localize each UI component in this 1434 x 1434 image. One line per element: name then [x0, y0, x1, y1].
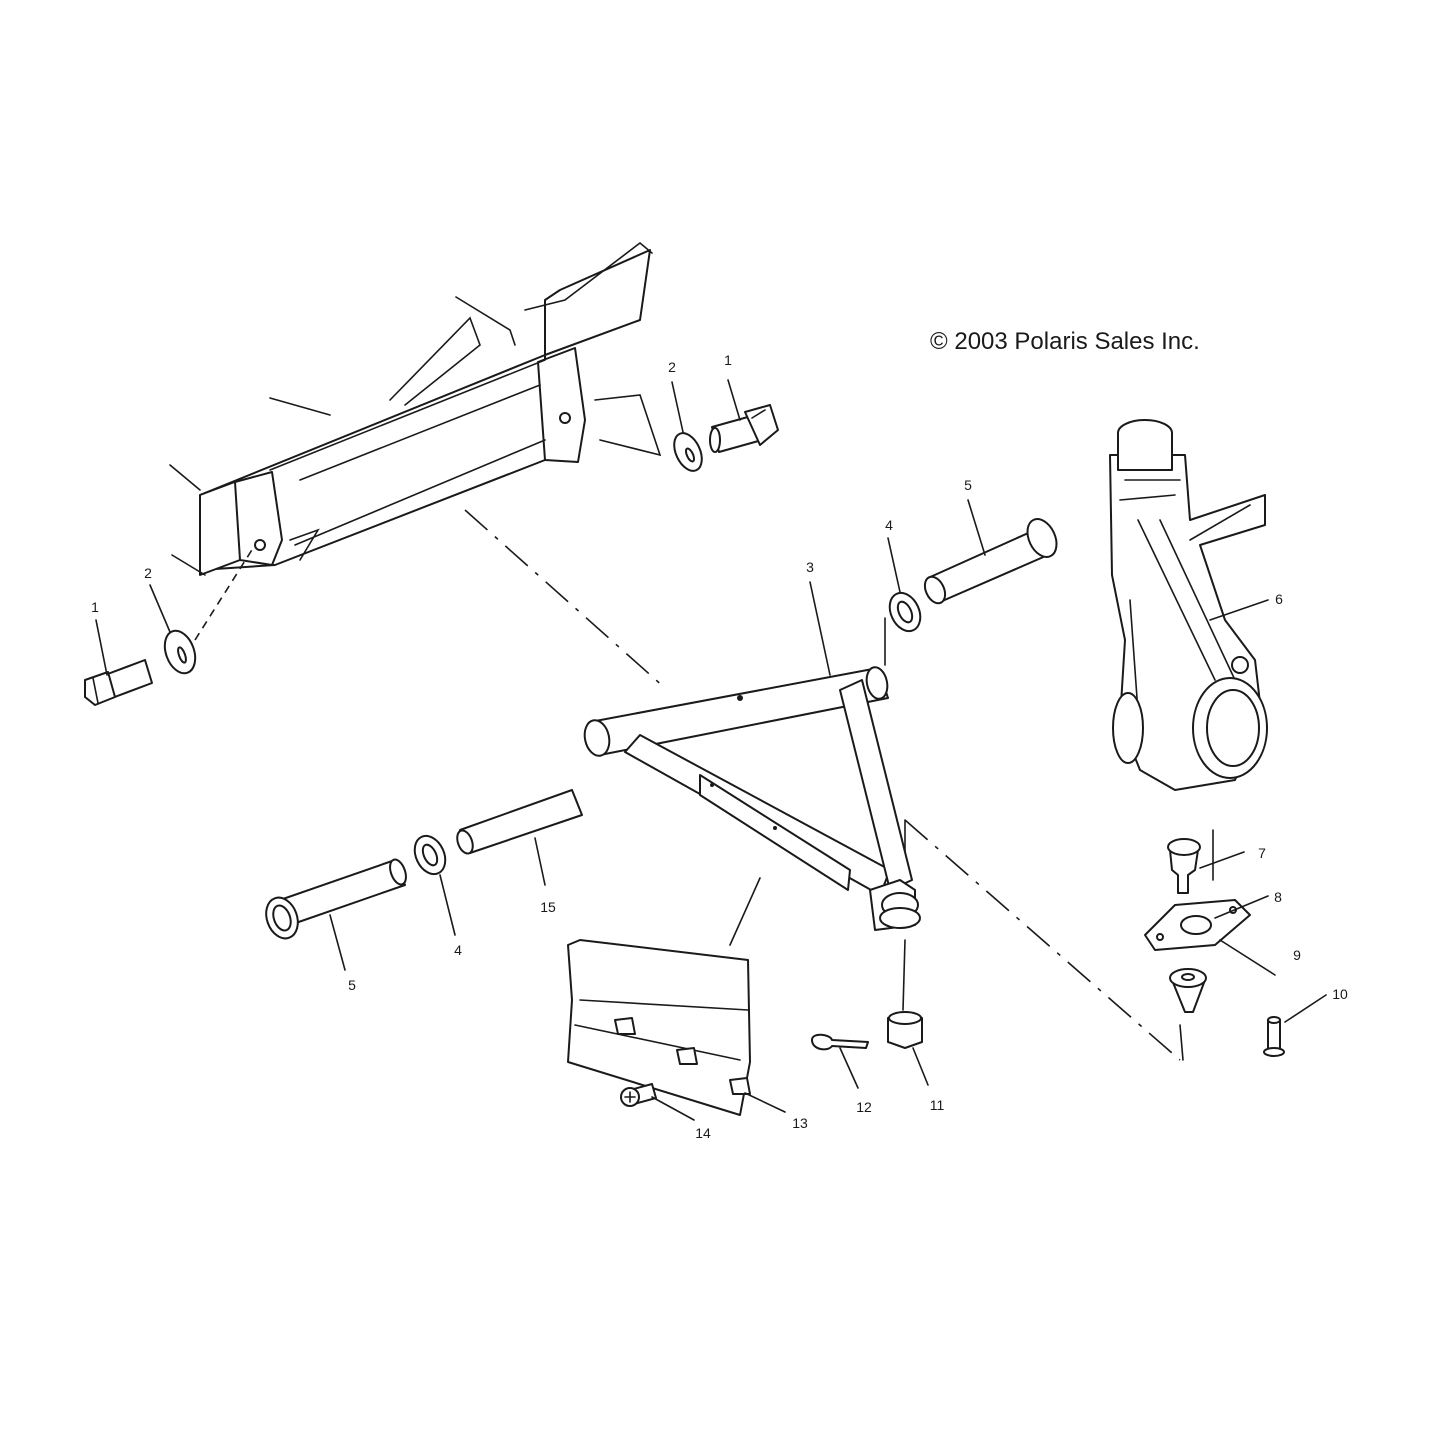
copyright-text: © 2003 Polaris Sales Inc.: [930, 328, 1200, 355]
pivot-sleeve: [456, 789, 583, 855]
callout-13: 13: [792, 1115, 808, 1131]
callout-1-left: 1: [91, 599, 99, 615]
bushing-lower: [413, 834, 447, 876]
callout-2-left: 2: [144, 565, 152, 581]
steering-knuckle: [1109, 419, 1268, 791]
axis-line-nut: [902, 939, 906, 1011]
callout-8: 8: [1274, 889, 1282, 905]
cotter-pin: [811, 1033, 869, 1051]
cone-spacer: [1169, 968, 1207, 1013]
axis-line-guard: [729, 877, 761, 946]
rivet: [1263, 1016, 1285, 1057]
ball-joint: [1167, 838, 1201, 894]
pivot-tube-upper: [923, 518, 1058, 605]
axis-line-knuckle-end: [1179, 1024, 1184, 1061]
a-arm-guard: [567, 939, 751, 1116]
callout-4-upper: 4: [885, 517, 893, 533]
callout-12: 12: [856, 1099, 872, 1115]
axis-line-main: [464, 509, 666, 689]
frame-crossmember: [169, 241, 662, 576]
screw: [620, 1083, 657, 1107]
callout-3: 3: [806, 559, 814, 575]
bolt-left: [84, 659, 153, 706]
bushing-upper: [888, 591, 922, 633]
callout-5-lower: 5: [348, 977, 356, 993]
washer-top: [673, 432, 703, 472]
washer-left: [163, 629, 197, 675]
callout-4-lower: 4: [454, 942, 462, 958]
callout-10: 10: [1332, 986, 1348, 1002]
leader-lines: [95, 379, 1327, 1121]
callout-9: 9: [1293, 947, 1301, 963]
bolt-top: [709, 404, 779, 453]
callout-5-upper: 5: [964, 477, 972, 493]
callout-1-top: 1: [724, 352, 732, 368]
a-arm: [583, 666, 921, 931]
mounting-plate: [1144, 899, 1251, 951]
callout-labels: 1 2 1 2 3 4 5 6 7 8 9 10 11 12 13 14 15 …: [91, 352, 1348, 1141]
axis-line-left: [194, 544, 256, 641]
castle-nut: [887, 1011, 923, 1049]
callout-14: 14: [695, 1125, 711, 1141]
callout-2-top: 2: [668, 359, 676, 375]
callout-15: 15: [540, 899, 556, 915]
axis-line-knuckle: [904, 819, 1181, 1061]
pivot-tube-lower: [265, 858, 407, 940]
callout-6: 6: [1275, 591, 1283, 607]
callout-11: 11: [930, 1097, 945, 1113]
callout-7: 7: [1258, 845, 1266, 861]
